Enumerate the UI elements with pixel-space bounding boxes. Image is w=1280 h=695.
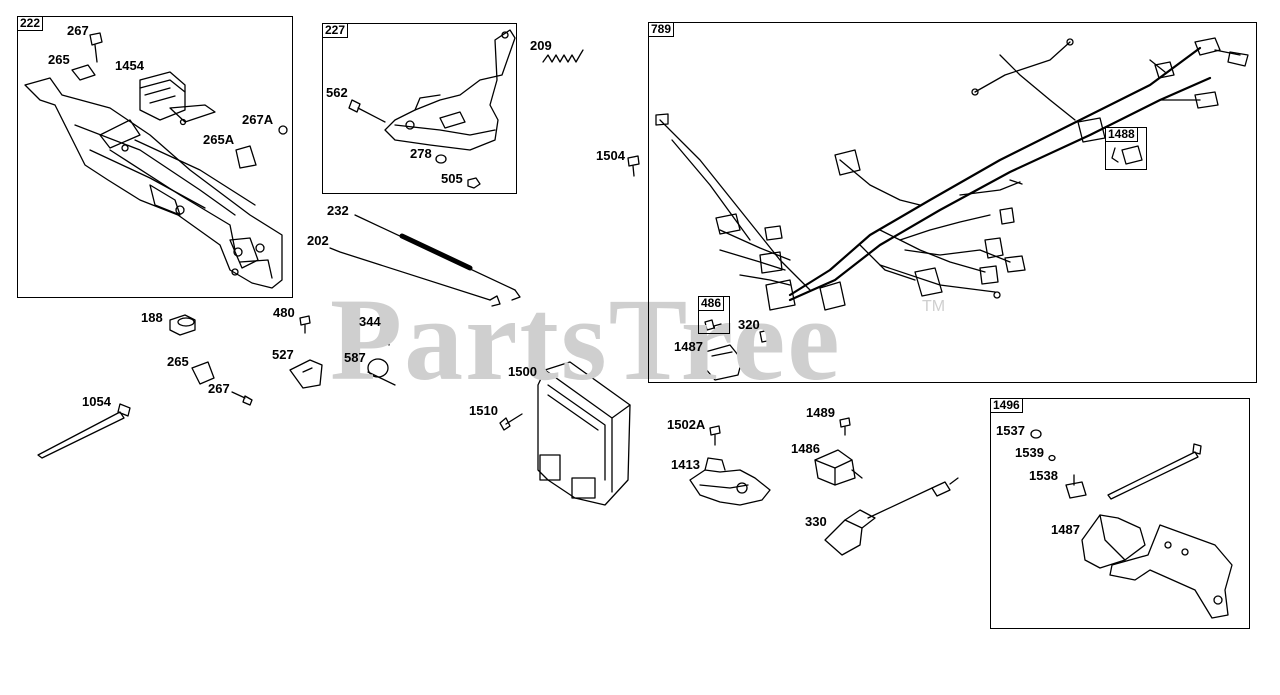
part-label-1487-bracket[interactable]: 1487 — [1051, 522, 1080, 537]
clamp-587[interactable] — [367, 358, 396, 386]
part-label-267-lower[interactable]: 267 — [208, 381, 230, 396]
partstree-watermark: PartsTree — [330, 274, 842, 405]
part-label-1487-top[interactable]: 1487 — [674, 339, 703, 354]
spring-rod-232[interactable] — [354, 214, 521, 301]
part-label-188[interactable]: 188 — [141, 310, 163, 325]
mounting-bracket-drawing[interactable] — [24, 77, 283, 289]
group-label-789[interactable]: 789 — [648, 22, 675, 37]
trademark-symbol: TM — [922, 298, 946, 315]
screw-267-lower[interactable] — [231, 391, 253, 406]
part-label-505[interactable]: 505 — [441, 171, 463, 186]
part-label-1504[interactable]: 1504 — [596, 148, 625, 163]
part-label-265-lower[interactable]: 265 — [167, 354, 189, 369]
part-label-527[interactable]: 527 — [272, 347, 294, 362]
throttle-bracket-drawing[interactable] — [384, 29, 516, 151]
part-label-1500[interactable]: 1500 — [508, 364, 537, 379]
group-label-1496[interactable]: 1496 — [990, 398, 1023, 413]
part-label-320[interactable]: 320 — [738, 317, 760, 332]
part-label-330[interactable]: 330 — [805, 514, 827, 529]
nut-505[interactable] — [467, 177, 481, 189]
part-label-232[interactable]: 232 — [327, 203, 349, 218]
connector-320[interactable] — [759, 329, 773, 343]
clip-527[interactable] — [289, 359, 323, 389]
connector-1487-bracket[interactable] — [1081, 514, 1233, 619]
grommet-1537[interactable] — [1030, 429, 1042, 439]
spring-209[interactable] — [542, 49, 584, 63]
cable-tie-1054[interactable] — [37, 403, 131, 459]
part-label-1538[interactable]: 1538 — [1029, 468, 1058, 483]
group-frame-1496 — [990, 398, 1250, 629]
part-label-202[interactable]: 202 — [307, 233, 329, 248]
spacer-188[interactable] — [169, 314, 196, 336]
screw-480[interactable] — [299, 315, 311, 334]
part-label-1486[interactable]: 1486 — [791, 441, 820, 456]
screw-1510[interactable] — [499, 413, 523, 431]
part-label-1539[interactable]: 1539 — [1015, 445, 1044, 460]
map-sensor-1486[interactable] — [814, 449, 863, 486]
group-frame-222 — [17, 16, 293, 298]
part-label-480[interactable]: 480 — [273, 305, 295, 320]
engine-control-unit-1500[interactable] — [537, 361, 631, 506]
washer-1539[interactable] — [1048, 454, 1056, 462]
group-frame-789 — [648, 22, 1257, 383]
fastener-1538[interactable] — [1065, 474, 1087, 499]
part-label-265A[interactable]: 265A — [203, 132, 235, 147]
part-label-344[interactable]: 344 — [359, 314, 381, 329]
cable-tie-1496[interactable] — [1107, 443, 1202, 500]
screw-1502A[interactable] — [709, 425, 721, 446]
part-label-1502A[interactable]: 1502A — [667, 417, 706, 432]
part-label-209[interactable]: 209 — [530, 38, 552, 53]
throttle-rod-202[interactable] — [329, 247, 501, 307]
terminal-pair-486[interactable] — [704, 319, 724, 335]
clip-265A[interactable] — [235, 145, 257, 169]
group-label-1488[interactable]: 1488 — [1105, 127, 1138, 142]
clip-265-lower[interactable] — [191, 361, 215, 385]
screw-267-top[interactable] — [89, 32, 103, 63]
part-label-1489[interactable]: 1489 — [806, 405, 835, 420]
group-label-486[interactable]: 486 — [698, 296, 725, 311]
part-label-1510[interactable]: 1510 — [469, 403, 498, 418]
part-label-1054[interactable]: 1054 — [82, 394, 111, 409]
part-label-267-top[interactable]: 267 — [67, 23, 89, 38]
nut-267A[interactable] — [278, 125, 288, 135]
throttle-position-sensor-1413[interactable] — [689, 457, 771, 506]
control-module-bracket-piece-1454[interactable] — [139, 71, 216, 126]
part-label-265-top[interactable]: 265 — [48, 52, 70, 67]
group-label-222[interactable]: 222 — [17, 16, 44, 31]
oxygen-sensor-330[interactable] — [824, 477, 959, 556]
group-frame-227 — [322, 23, 517, 194]
part-label-1454[interactable]: 1454 — [115, 58, 144, 73]
bolt-562[interactable] — [348, 99, 386, 123]
wiring-harness-789[interactable] — [655, 37, 1249, 311]
screw-344[interactable] — [383, 326, 395, 346]
part-label-562[interactable]: 562 — [326, 85, 348, 100]
screw-1504[interactable] — [627, 155, 640, 177]
connector-1487-top[interactable] — [704, 344, 743, 381]
screw-1489[interactable] — [839, 417, 851, 436]
part-label-587[interactable]: 587 — [344, 350, 366, 365]
clip-265-top[interactable] — [71, 64, 96, 81]
group-label-227[interactable]: 227 — [322, 23, 349, 38]
washer-278[interactable] — [435, 154, 447, 164]
part-label-1537[interactable]: 1537 — [996, 423, 1025, 438]
part-label-267A[interactable]: 267A — [242, 112, 274, 127]
terminal-1488[interactable] — [1111, 145, 1143, 165]
part-label-278[interactable]: 278 — [410, 146, 432, 161]
part-label-1413[interactable]: 1413 — [671, 457, 700, 472]
